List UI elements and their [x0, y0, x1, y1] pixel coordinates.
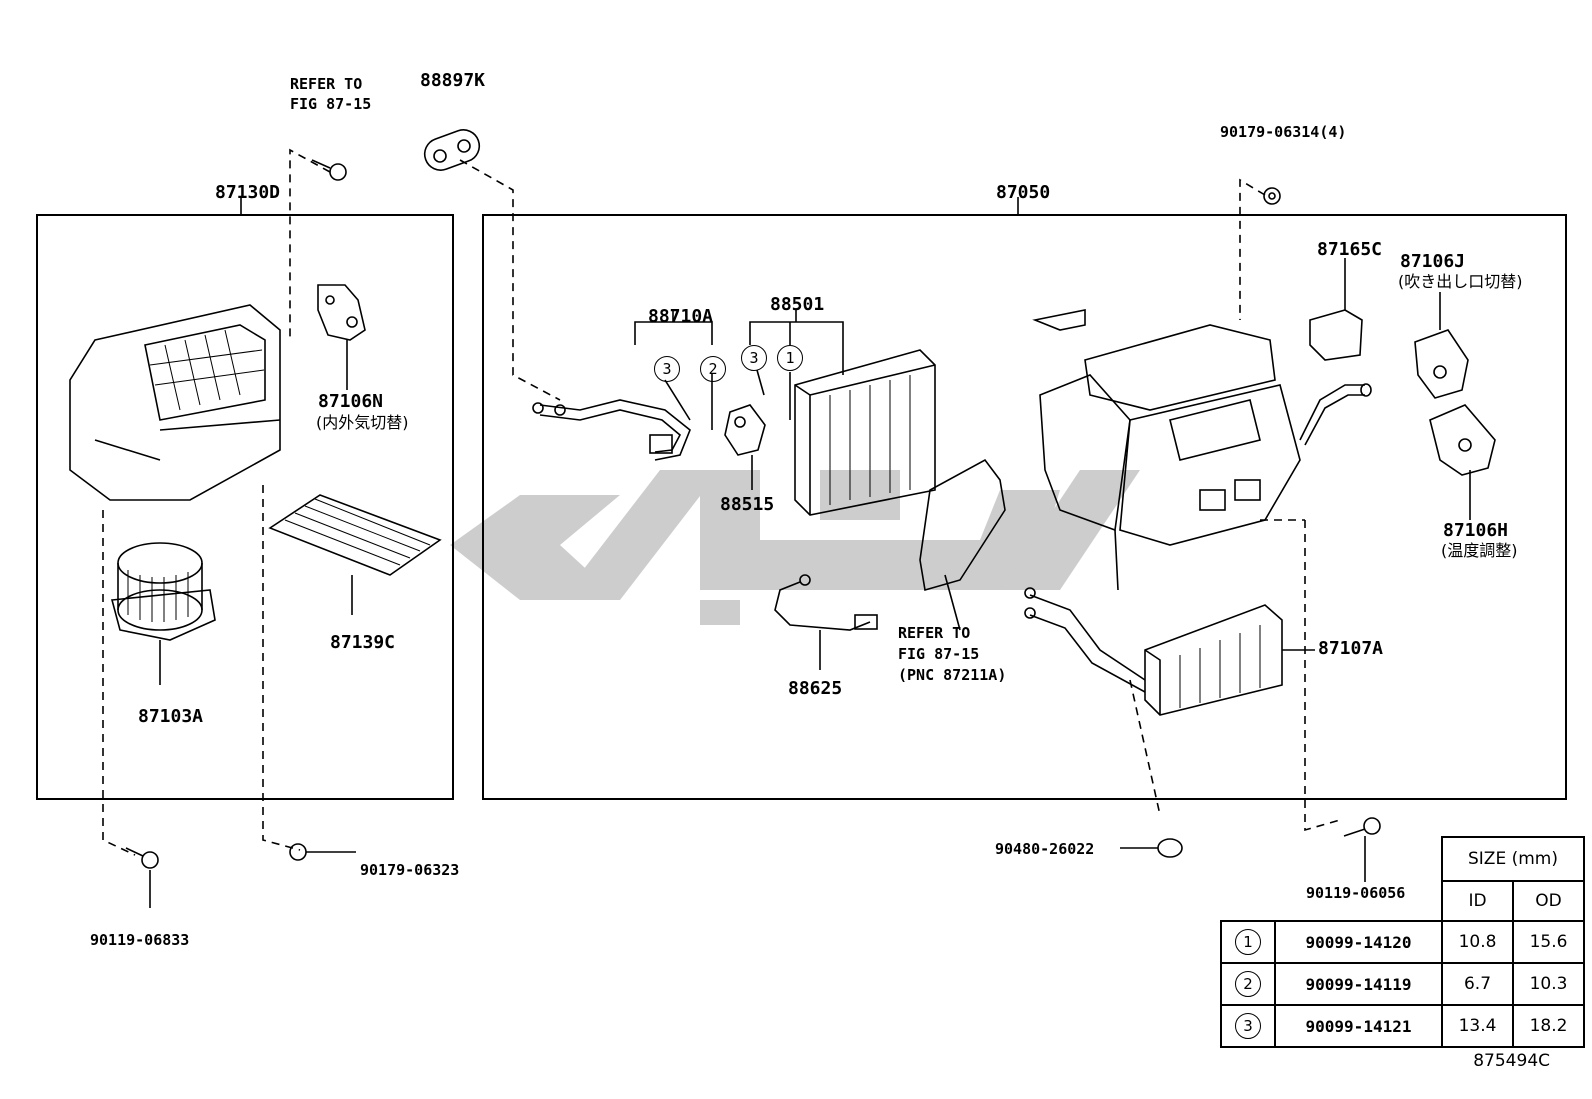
- part-90480-26022-label: 90480-26022: [995, 840, 1095, 858]
- part-90119-06056-label: 90119-06056: [1306, 884, 1406, 902]
- row-part-number: 90099-14121: [1274, 1004, 1443, 1048]
- actuator-87106J-drawing: [1414, 292, 1469, 399]
- filter-87139C-drawing: [268, 494, 442, 615]
- duct-drawing: [919, 458, 1006, 631]
- screw-90119-06833-icon: [125, 847, 159, 908]
- thermistor-88625-drawing: [774, 574, 878, 670]
- row-od: 10.3: [1512, 962, 1585, 1006]
- clip-90179-06323-icon: [289, 843, 356, 861]
- grommet-icon: [423, 129, 481, 171]
- size-col-id: ID: [1441, 880, 1514, 922]
- left-assembly-box: [36, 214, 454, 800]
- refer-note-top-line1: REFER TO: [290, 75, 363, 93]
- clip-icon: [1263, 187, 1281, 205]
- size-col-od: OD: [1512, 880, 1585, 922]
- size-table-row: 1 90099-14120 10.8 15.6: [1220, 920, 1585, 964]
- callout-3-88710A: 3: [654, 356, 680, 382]
- row-id: 10.8: [1441, 920, 1514, 964]
- blower-housing-drawing: [69, 304, 281, 501]
- callout-3-88501: 3: [741, 345, 767, 371]
- bolt-90119-06056-icon: [1343, 817, 1381, 882]
- part-90179-06314-label: 90179-06314(4): [1220, 123, 1347, 141]
- part-87139C-label: 87139C: [330, 632, 396, 653]
- part-87106N-note: (内外気切替): [316, 413, 409, 432]
- size-table-row: 3 90099-14121 13.4 18.2: [1220, 1004, 1585, 1048]
- part-88897K-label: 88897K: [420, 70, 486, 91]
- refer-note-mid-line1: REFER TO: [898, 624, 971, 642]
- refer-note-mid-line3: (PNC 87211A): [898, 666, 1007, 684]
- row-number: 1: [1235, 929, 1261, 955]
- diagram-code: 875494C: [1473, 1051, 1550, 1071]
- row-id: 6.7: [1441, 962, 1514, 1006]
- right-assembly-box: [482, 214, 1567, 800]
- size-table: SIZE (mm) ID OD 1 90099-14120 10.8 15.6 …: [1220, 836, 1585, 1048]
- refer-note-mid-line2: FIG 87-15: [898, 645, 980, 663]
- part-87050-label: 87050: [996, 182, 1051, 203]
- part-88501-label: 88501: [770, 294, 825, 315]
- watermark-logo: [450, 470, 1140, 625]
- part-87106J-note: (吹き出し口切替): [1398, 272, 1523, 291]
- part-87106H-label: 87106H: [1443, 520, 1509, 541]
- part-88625-label: 88625: [788, 678, 843, 699]
- refer-note-top-line2: FIG 87-15: [290, 95, 372, 113]
- part-87165C-label: 87165C: [1317, 239, 1383, 260]
- screw-top-icon: [311, 159, 347, 181]
- evaporator-88501-drawing: [749, 309, 936, 516]
- part-87106H-note: (温度調整): [1441, 541, 1518, 560]
- pipe-88710A-drawing: [532, 309, 713, 461]
- row-part-number: 90099-14120: [1274, 920, 1443, 964]
- actuator-87106H-drawing: [1429, 404, 1496, 520]
- callout-1-88501: 1: [777, 345, 803, 371]
- heater-unit-87050-drawing: [1032, 309, 1372, 591]
- actuator-87106N-drawing: [317, 284, 366, 390]
- part-87107A-label: 87107A: [1318, 638, 1384, 659]
- part-87106N-label: 87106N: [318, 391, 384, 412]
- size-table-header: SIZE (mm): [1441, 836, 1585, 882]
- expansion-valve-88515-drawing: [724, 404, 766, 490]
- row-od: 18.2: [1512, 1004, 1585, 1048]
- part-87106J-label: 87106J: [1400, 251, 1466, 272]
- grommet-90480-icon: [1120, 838, 1183, 858]
- resistor-87165C-drawing: [1309, 258, 1363, 361]
- part-90119-06833-label: 90119-06833: [90, 931, 190, 949]
- part-87103A-label: 87103A: [138, 706, 204, 727]
- row-number: 3: [1235, 1013, 1261, 1039]
- part-88515-label: 88515: [720, 494, 775, 515]
- row-id: 13.4: [1441, 1004, 1514, 1048]
- callout-2-88710A: 2: [700, 356, 726, 382]
- heater-core-87107A-drawing: [1024, 587, 1315, 716]
- part-90179-06323-label: 90179-06323: [360, 861, 460, 879]
- row-number: 2: [1235, 971, 1261, 997]
- row-od: 15.6: [1512, 920, 1585, 964]
- part-88710A-label: 88710A: [648, 306, 714, 327]
- size-table-row: 2 90099-14119 6.7 10.3: [1220, 962, 1585, 1006]
- blower-motor-87103A-drawing: [110, 542, 216, 685]
- row-part-number: 90099-14119: [1274, 962, 1443, 1006]
- part-87130D-label: 87130D: [215, 182, 281, 203]
- dashed-leaders: [102, 148, 1341, 856]
